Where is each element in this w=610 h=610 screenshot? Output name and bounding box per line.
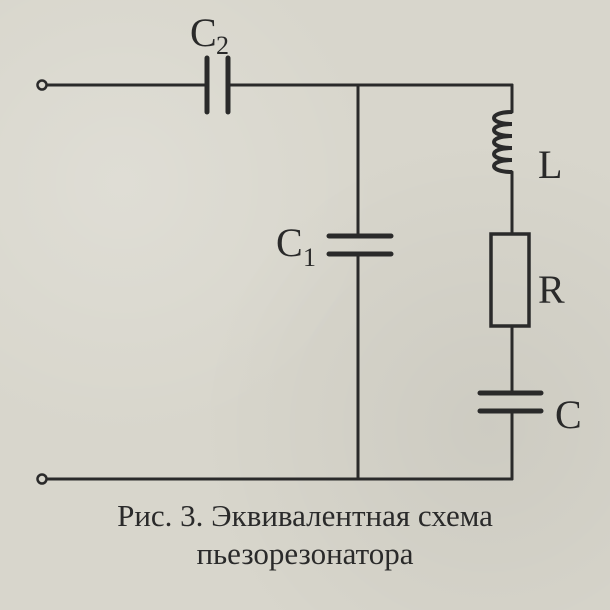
capacitor-c2 — [204, 55, 231, 115]
terminal-bottom — [36, 473, 48, 485]
capacitor-c1 — [326, 233, 394, 257]
caption-line-1: Рис. 3. Эквивалентная схема — [117, 498, 493, 533]
label-c1: C — [276, 220, 303, 265]
label-r: R — [538, 267, 565, 312]
caption-line-2: пьезорезонатора — [196, 536, 414, 571]
label-c1-index: 1 — [303, 243, 316, 272]
label-l: L — [538, 142, 562, 187]
capacitor-c — [477, 390, 544, 414]
terminal-top — [36, 79, 48, 91]
label-c2: C — [190, 10, 217, 55]
label-c: C — [555, 392, 582, 437]
resistor-r — [489, 232, 531, 328]
label-c2-index: 2 — [216, 31, 229, 60]
inductor-l — [492, 110, 513, 174]
